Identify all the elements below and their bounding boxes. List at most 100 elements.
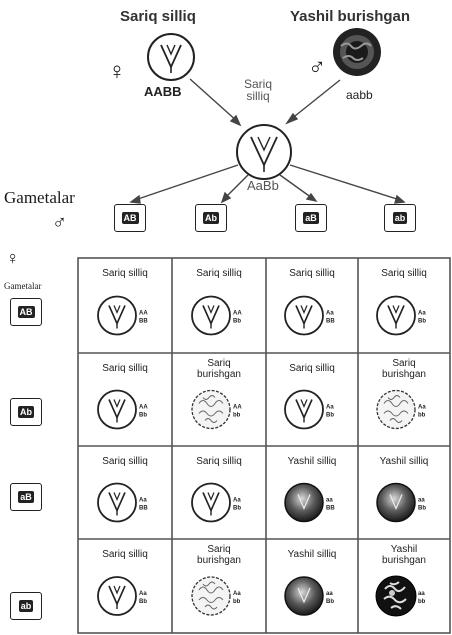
cell-genotype-b: BB: [139, 506, 148, 512]
parent-left-seed-icon: [147, 33, 195, 81]
cell-phenotype-label: Sariq silliq: [381, 268, 427, 279]
cell-phenotype-label: Sariq: [207, 544, 230, 555]
male-gamete-Ab-label: Ab: [203, 212, 219, 224]
f1-name: Sariq silliq: [244, 78, 272, 102]
yellow-smooth-seed-icon: [284, 295, 324, 336]
cell-phenotype-label: Yashil silliq: [288, 549, 337, 560]
female-gametes-symbol-icon: ♀: [6, 248, 20, 268]
cell-phenotype-label: Yashil silliq: [288, 456, 337, 467]
cell-genotype-a: AA: [139, 405, 148, 411]
cell-phenotype-label: Sariq silliq: [102, 363, 148, 374]
yellow-wrinkled-seed-icon: [191, 389, 231, 430]
cell-genotype-b: BB: [326, 506, 335, 512]
yellow-smooth-seed-icon: [191, 295, 231, 336]
yellow-smooth-seed-icon: [97, 295, 137, 336]
cell-genotype-a: aa: [326, 498, 333, 504]
cell-genotype-b: Bb: [233, 506, 241, 512]
cell-genotype-a: Aa: [233, 591, 241, 597]
female-gamete-AB: AB: [10, 298, 42, 326]
cell-genotype-b: Bb: [139, 599, 147, 605]
cell-genotype-a: Aa: [233, 498, 241, 504]
green-smooth-seed-icon: [376, 482, 416, 523]
cell-phenotype-label: burishgan: [197, 369, 241, 380]
cell-genotype-a: Aa: [139, 591, 147, 597]
cell-genotype-b: BB: [139, 319, 148, 325]
male-gamete-aB-label: aB: [303, 212, 319, 224]
gamete-arrows: [129, 164, 406, 204]
female-gamete-ab: ab: [10, 592, 42, 620]
cell-phenotype-label: Sariq silliq: [196, 268, 242, 279]
yellow-smooth-seed-icon: [191, 482, 231, 523]
left-gametes-label: Gametalar: [4, 281, 42, 291]
parent-left-name: Sariq silliq: [120, 8, 196, 25]
cell-phenotype-label: Sariq silliq: [102, 549, 148, 560]
yellow-wrinkled-seed-icon: [191, 576, 231, 616]
cell-phenotype-label: Sariq silliq: [102, 456, 148, 467]
cell-genotype-a: Aa: [326, 311, 334, 317]
yellow-smooth-seed-icon: [284, 389, 324, 430]
female-gamete-aB-label: aB: [18, 491, 34, 503]
yellow-smooth-seed-icon: [97, 576, 137, 616]
gametes-label: Gametalar: [4, 188, 75, 207]
yellow-smooth-seed-icon: [97, 482, 137, 523]
parent-right-name: Yashil burishgan: [290, 8, 411, 25]
punnett-grid: [77, 257, 451, 634]
parent-left-genotype: AABB: [144, 84, 182, 99]
cell-phenotype-label: Sariq silliq: [289, 268, 335, 279]
cell-genotype-a: aa: [418, 591, 425, 597]
cell-genotype-b: Bb: [418, 506, 426, 512]
green-wrinkled-seed-icon: [375, 575, 417, 617]
cell-genotype-a: Aa: [326, 405, 334, 411]
parent-right-seed-icon: [333, 28, 381, 76]
male-gamete-AB-label: AB: [121, 212, 139, 224]
f1-genotype: AaBb: [247, 178, 279, 193]
cell-phenotype-label: Yashil: [391, 544, 418, 555]
female-gamete-ab-label: ab: [18, 600, 34, 612]
cell-genotype-b: bb: [418, 413, 426, 419]
cell-genotype-a: AA: [233, 405, 242, 411]
cell-genotype-b: Bb: [233, 319, 241, 325]
cell-phenotype-label: Sariq silliq: [289, 363, 335, 374]
male-symbol-icon: ♂: [308, 54, 326, 81]
cell-genotype-a: aa: [326, 591, 333, 597]
cell-phenotype-label: Sariq: [207, 358, 230, 369]
female-symbol-icon: ♀: [108, 58, 126, 85]
female-gamete-Ab: Ab: [10, 398, 42, 426]
male-gamete-ab: ab: [384, 204, 416, 232]
cell-genotype-b: bb: [233, 599, 241, 605]
male-gamete-aB: aB: [295, 204, 327, 232]
yellow-smooth-seed-icon: [376, 295, 416, 336]
cell-genotype-b: Bb: [139, 413, 147, 419]
cell-genotype-a: Aa: [418, 405, 426, 411]
cell-genotype-b: bb: [233, 413, 241, 419]
cell-genotype-b: bb: [418, 599, 426, 605]
f1-name-line1: Sariq: [244, 77, 273, 91]
cell-phenotype-label: Sariq: [392, 358, 415, 369]
yellow-wrinkled-seed-icon: [376, 389, 416, 430]
cross-arrows: [189, 78, 341, 127]
male-gamete-Ab: Ab: [195, 204, 227, 232]
cell-phenotype-label: Sariq silliq: [102, 268, 148, 279]
cell-genotype-a: Aa: [418, 311, 426, 317]
cell-genotype-b: BB: [326, 319, 335, 325]
green-smooth-seed-icon: [284, 482, 324, 523]
male-gamete-AB: AB: [114, 204, 146, 232]
parent-right-genotype: aabb: [346, 88, 373, 102]
cell-genotype-a: AA: [139, 311, 148, 317]
cell-genotype-b: Bb: [326, 413, 334, 419]
cell-phenotype-label: burishgan: [382, 369, 426, 380]
f1-name-line2: silliq: [246, 89, 270, 103]
cell-phenotype-label: burishgan: [382, 555, 426, 566]
